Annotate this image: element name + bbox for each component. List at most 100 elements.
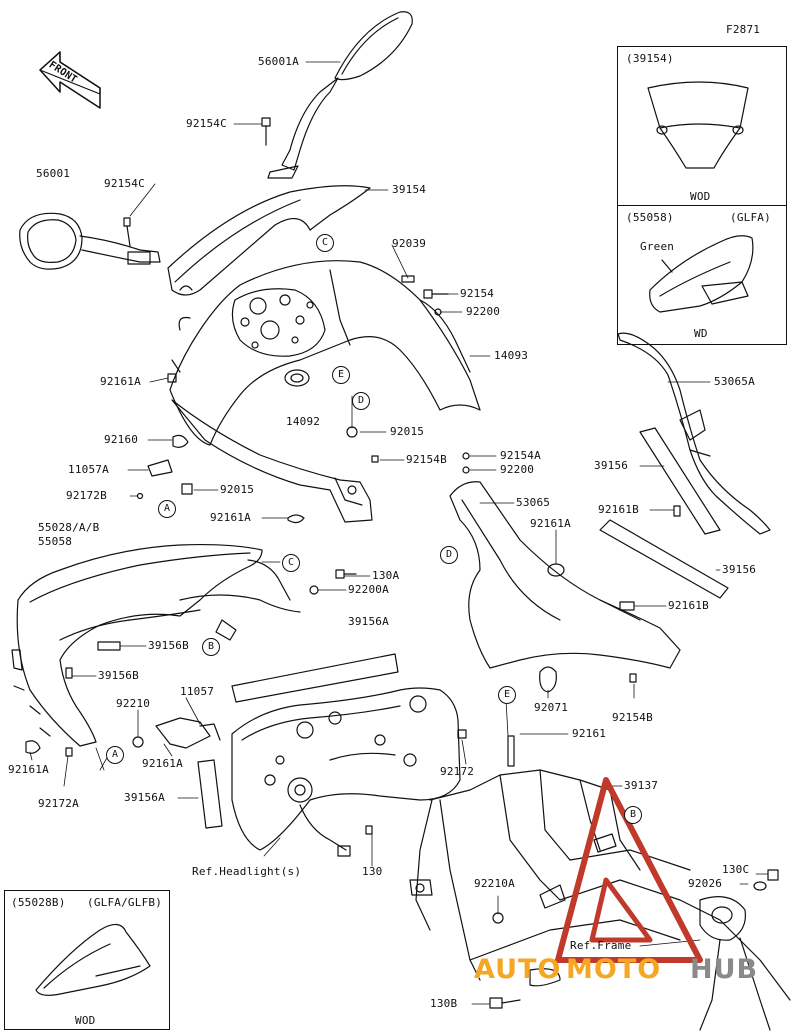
part-label: 39156B: [98, 669, 139, 682]
part-label: 39156: [594, 459, 629, 472]
inset-windshield-drawing: [647, 81, 749, 169]
inset-lower-code: (55028B): [11, 896, 66, 909]
part-label: 92161A: [530, 517, 571, 530]
inset-windshield-footer: WOD: [690, 190, 711, 203]
part-label: 92160: [104, 433, 139, 446]
foam-strip-39156a-upper: [231, 653, 399, 703]
callout-circle: A: [158, 500, 176, 518]
inset-lower-cowl-drawing: [35, 923, 151, 996]
inset-cowl-variant: (GLFA): [730, 211, 771, 224]
part-label: 92039: [392, 237, 427, 250]
bolt-92154c-top: [261, 117, 271, 146]
inset-lower-cowl-option: (55028B) (GLFA/GLFB) WOD: [4, 890, 170, 1030]
part-label: 92015: [220, 483, 255, 496]
inset-lower-variant: (GLFA/GLFB): [87, 896, 163, 909]
part-label: 92154A: [500, 449, 541, 462]
part-label: 92210A: [474, 877, 515, 890]
plug-92071: [539, 666, 557, 693]
callout-circle: B: [202, 638, 220, 656]
callout-circle: E: [498, 686, 516, 704]
part-label: 92172: [440, 765, 475, 778]
part-label: 56001A: [258, 55, 299, 68]
part-label: 11057: [180, 685, 215, 698]
headlight-assembly: [231, 687, 467, 857]
front-arrow-icon: [39, 51, 101, 109]
foam-strip-39156a-lower: [197, 759, 223, 829]
callout-circle: B: [624, 806, 642, 824]
part-label: 92161A: [210, 511, 251, 524]
callout-circle: E: [332, 366, 350, 384]
mirror-right-part: [267, 11, 413, 179]
part-label: 56001: [36, 167, 71, 180]
part-label: 39156B: [148, 639, 189, 652]
part-label: 92161A: [8, 763, 49, 776]
part-label: 53065A: [714, 375, 755, 388]
part-label: 92210: [116, 697, 151, 710]
part-label: 14093: [494, 349, 529, 362]
side-panel-53065a: [617, 332, 771, 535]
foam-strip-39156-lower: [599, 519, 729, 599]
part-label: 39156: [722, 563, 757, 576]
part-label: 14092: [286, 415, 321, 428]
callout-circle: C: [316, 234, 334, 252]
inner-cowl-part: [169, 260, 481, 446]
watermark-text-auto: AUTO: [474, 954, 562, 985]
part-label: 92154B: [406, 453, 447, 466]
part-label: 53065: [516, 496, 551, 509]
part-label: 92154: [460, 287, 495, 300]
part-label: 55058: [38, 535, 73, 548]
part-label: 39156A: [348, 615, 389, 628]
ref-frame-label: Ref.Frame: [570, 939, 632, 952]
part-label: 92200A: [348, 583, 389, 596]
part-label: 92161B: [668, 599, 709, 612]
part-label: 39154: [392, 183, 427, 196]
part-label: 11057A: [68, 463, 109, 476]
part-label: 92161B: [598, 503, 639, 516]
part-label: 130C: [722, 863, 750, 876]
windshield-part: [167, 185, 371, 296]
inset-cowl-color: Green: [640, 240, 675, 253]
part-label: 92172B: [66, 489, 107, 502]
part-label: 92161A: [100, 375, 141, 388]
part-label: 92200: [466, 305, 501, 318]
part-label: 92154C: [186, 117, 227, 130]
part-label: 92172A: [38, 797, 79, 810]
part-label: 130: [362, 865, 383, 878]
callout-circle: D: [440, 546, 458, 564]
callout-circle: C: [282, 554, 300, 572]
part-label: 92026: [688, 877, 723, 890]
inset-cowl-footer: WD: [694, 327, 708, 340]
part-label: 130A: [372, 569, 400, 582]
bolt-92154b-right: [629, 673, 637, 683]
part-label: 55028/A/B: [38, 521, 100, 534]
inset-cowl-code: (55058): [626, 211, 674, 224]
side-panel-53065: [449, 481, 681, 669]
part-label: 92161: [572, 727, 607, 740]
callout-circle: A: [106, 746, 124, 764]
figure-code: F2871: [726, 23, 761, 36]
foam-strip-39156-upper: [639, 427, 721, 535]
mirror-left-part: [19, 212, 161, 270]
part-label: 92154B: [612, 711, 653, 724]
grommet-14092: [284, 369, 310, 387]
part-label: 92015: [390, 425, 425, 438]
bolt-92154c-left: [123, 217, 131, 247]
ref-headlight-label: Ref.Headlight(s): [192, 865, 302, 878]
part-label: 92154C: [104, 177, 145, 190]
lower-cowl-55028: [11, 543, 301, 747]
part-label: 92071: [534, 701, 569, 714]
leader-lines: [29, 61, 769, 1005]
inset-green-cowl-drawing: [649, 235, 754, 313]
part-label: 39156A: [124, 791, 165, 804]
watermark-logo-icon: [555, 777, 703, 963]
inset-windshield-option: (39154) WOD: [617, 46, 787, 206]
lower-inner-panel: [171, 399, 373, 523]
part-label: 39137: [624, 779, 659, 792]
watermark-text-moto: MOTO: [566, 954, 662, 985]
inset-lower-footer: WOD: [75, 1014, 96, 1027]
watermark-text-hub: HUB: [690, 954, 759, 985]
inset-green-cowl-option: (55058) (GLFA) Green WD: [617, 205, 787, 345]
frame-assembly: [409, 735, 791, 1031]
